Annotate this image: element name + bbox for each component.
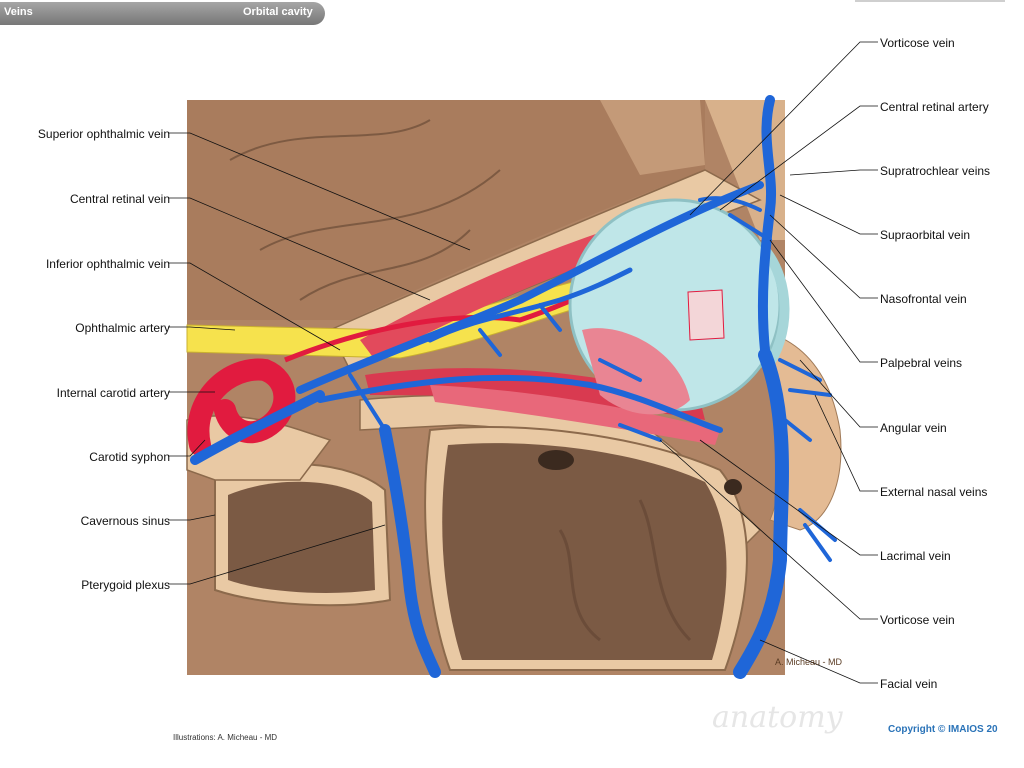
- central-retinal-vein: [427, 267, 633, 343]
- header-tab-veins[interactable]: Veins: [4, 6, 33, 18]
- frontal-sinus: [600, 100, 705, 175]
- label-nasofrontal-vein: Nasofrontal vein: [880, 292, 967, 306]
- artist-signature: A. Micheau - MD: [775, 657, 843, 667]
- label-internal-carotid-artery: Internal carotid artery: [56, 386, 170, 400]
- leader-lines-right: [659, 41, 878, 684]
- label-central-retinal-artery: Central retinal artery: [880, 100, 989, 114]
- label-supratrochlear-veins: Supratrochlear veins: [880, 164, 991, 178]
- label-palpebral-veins: Palpebral veins: [880, 356, 963, 370]
- label-pterygoid-plexus: Pterygoid plexus: [81, 578, 170, 592]
- brain-sulcus: [229, 119, 501, 301]
- oblique-muscle: [430, 385, 720, 445]
- lens: [687, 289, 725, 341]
- label-carotid-syphon: Carotid syphon: [89, 450, 170, 464]
- leader-lines-left: [168, 132, 471, 585]
- angular-vein-branches: [778, 358, 837, 562]
- illustration-credit: Illustrations: A. Micheau - MD: [173, 733, 278, 742]
- label-vorticose-vein-top: Vorticose vein: [880, 36, 955, 50]
- superior-ophthalmic-vein: [296, 181, 764, 394]
- frontal-lobe: [187, 100, 705, 320]
- eye-muscle-insertion: [582, 328, 690, 415]
- maxillary-sinus-cavity: [442, 443, 727, 660]
- anatomy-watermark: anatomy: [712, 700, 843, 735]
- label-inferior-ophthalmic-vein: Inferior ophthalmic vein: [45, 257, 170, 271]
- pterygoid-plexus: [379, 424, 441, 678]
- label-lacrimal-vein: Lacrimal vein: [880, 549, 951, 563]
- label-superior-ophthalmic-vein: Superior ophthalmic vein: [37, 127, 170, 141]
- header-bar: Veins Orbital cavity: [0, 2, 325, 25]
- label-external-nasal-veins: External nasal veins: [880, 485, 988, 499]
- label-supraorbital-vein: Supraorbital vein: [880, 228, 971, 242]
- label-central-retinal-vein: Central retinal vein: [69, 192, 170, 206]
- header-tab-orbital-cavity[interactable]: Orbital cavity: [243, 6, 313, 18]
- inferior-ophthalmic-vein: [317, 374, 723, 433]
- header-right-line: [855, 0, 1005, 2]
- label-facial-vein: Facial vein: [880, 677, 938, 691]
- label-angular-vein: Angular vein: [880, 421, 947, 435]
- label-cavernous-sinus: Cavernous sinus: [80, 514, 170, 528]
- copyright-notice: Copyright © IMAIOS 20: [888, 724, 998, 735]
- infraorbital-foramen: [538, 450, 574, 470]
- label-vorticose-vein-bottom: Vorticose vein: [880, 613, 955, 627]
- label-ophthalmic-artery: Ophthalmic artery: [75, 321, 170, 335]
- facial-vein: [733, 348, 789, 679]
- cavernous-sinus-vein: [190, 390, 325, 465]
